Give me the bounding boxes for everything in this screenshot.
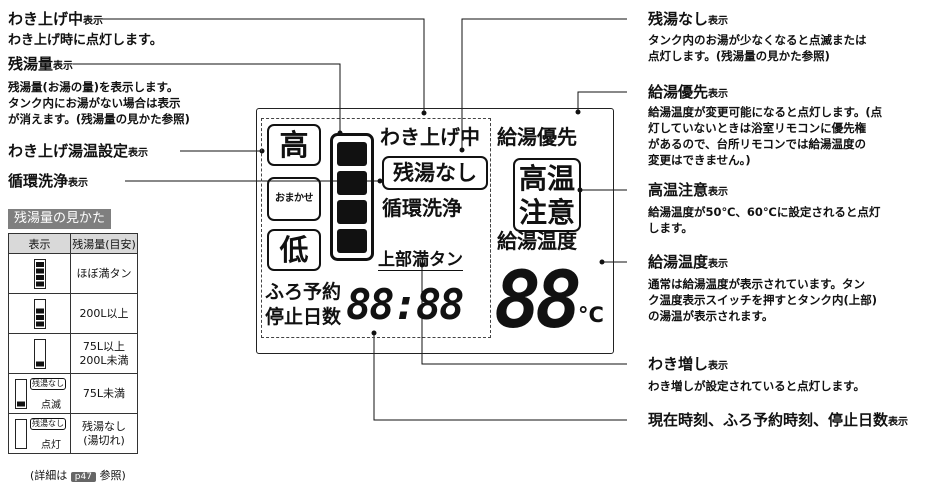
- lcd-level-meter: [330, 133, 374, 261]
- lcd-clock: 88:88: [346, 280, 464, 329]
- legend-indicator-full: [8, 253, 71, 294]
- lcd-junkan-senjo: 循環洗浄: [382, 196, 462, 220]
- yusen-desc: 給湯温度が変更可能になると点灯します。(点 灯していないときは浴室リモコンに優先…: [648, 105, 883, 167]
- legend-indicator-empty: 残湯なし 点灯: [8, 413, 71, 454]
- lcd-furo-yoyaku: ふろ予約: [265, 281, 342, 303]
- legend-state: 点灯: [41, 440, 61, 451]
- wakiagechu-desc: わき上げ時に点灯します。: [8, 33, 163, 48]
- lcd-divider: [490, 118, 491, 268]
- lcd-temperature: 88: [494, 256, 582, 346]
- yusen-label: 給湯優先表示: [648, 83, 729, 101]
- legend-value: 75L以上 200L未満: [70, 333, 138, 374]
- koon-desc: 給湯温度が50℃、60℃に設定されると点灯 します。: [648, 205, 881, 235]
- lcd-jobu-mantan: 上部満タン: [378, 250, 463, 271]
- ondo-label: 給湯温度表示: [648, 253, 729, 271]
- legend-footer: (詳細は p47 参照): [30, 469, 126, 482]
- zanyu-nashi-desc: タンク内のお湯が少なくなると点滅または 点灯します。(残湯量の見かた参照): [648, 33, 867, 63]
- legend-indicator-200: [8, 293, 71, 334]
- legend-title: 残湯量の見かた: [8, 209, 112, 229]
- legend-badge: 残湯なし: [30, 378, 66, 390]
- lcd-koon-chui: 高温 注意: [513, 158, 581, 232]
- lcd-wakiagechu: わき上げ中: [380, 125, 480, 149]
- zanyu-nashi-label: 残湯なし表示: [648, 10, 729, 28]
- legend-value: 75L未満: [70, 373, 138, 414]
- jikoku-label: 現在時刻、ふろ予約時刻、停止日数表示: [648, 411, 909, 429]
- legend-badge: 残湯なし: [30, 418, 66, 430]
- lcd-high: 高: [267, 124, 321, 166]
- lcd-omakase: おまかせ: [267, 177, 321, 221]
- ondo-desc: 通常は給湯温度が表示されています。タン ク温度表示スイッチを押すとタンク内(上部…: [648, 277, 878, 323]
- legend-indicator-75: [8, 333, 71, 374]
- oidaki-desc: わき増しが設定されていると点灯します。: [648, 379, 866, 393]
- legend-value: ほぼ満タン: [70, 253, 138, 294]
- lcd-panel: [256, 108, 614, 354]
- zanyu-desc: 残湯量(お湯の量)を表示します。 タンク内にお湯がない場合は表示 が消えます。(…: [8, 80, 190, 126]
- lcd-teishi-nissu: 停止日数: [265, 306, 342, 328]
- legend-value: 200L以上: [70, 293, 138, 334]
- lcd-low: 低: [267, 229, 321, 271]
- lcd-kyuto-yusen: 給湯優先: [497, 125, 577, 149]
- settei-label: わき上げ湯温設定表示: [8, 142, 149, 160]
- wakiagechu-label: わき上げ中表示: [8, 10, 104, 28]
- legend-table: 表示 残湯量(目安) ほぼ満タン 200L以上: [8, 233, 138, 454]
- legend-state: 点滅: [41, 400, 61, 411]
- legend-indicator-blink: 残湯なし 点滅: [8, 373, 71, 414]
- lcd-kyuto-ondo: 給湯温度: [497, 229, 577, 253]
- oidaki-label: わき増し表示: [648, 355, 729, 373]
- koon-label: 高温注意表示: [648, 181, 729, 199]
- page-ref-badge: p47: [70, 472, 96, 482]
- legend-col-amount: 残湯量(目安): [70, 233, 138, 254]
- junkan-label: 循環洗浄表示: [8, 172, 89, 190]
- legend-col-display: 表示: [8, 233, 71, 254]
- lcd-celsius: °C: [578, 303, 604, 327]
- legend-value: 残湯なし (湯切れ): [70, 413, 138, 454]
- zanyu-label: 残湯量表示: [8, 55, 74, 73]
- lcd-zanyu-nashi: 残湯なし: [382, 156, 488, 190]
